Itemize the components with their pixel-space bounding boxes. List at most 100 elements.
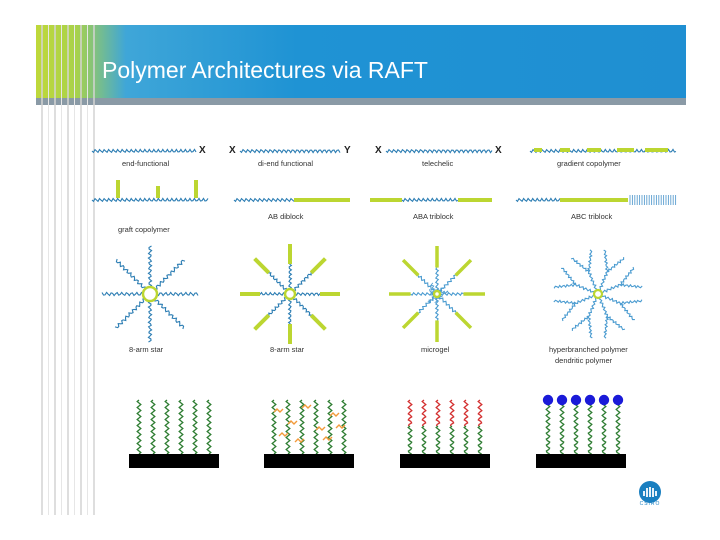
- label-microgel: microgel: [421, 345, 450, 354]
- hyper-branch-6-1: [607, 257, 625, 273]
- hyper-branch-2-0: [587, 315, 593, 339]
- brush3-red-0: [407, 399, 413, 427]
- star2-arm-inner-5: [268, 272, 288, 291]
- header-divider: [36, 98, 686, 105]
- brush1-chain-3: [178, 399, 184, 455]
- label-hyperbranched: hyperbranched polymer: [549, 345, 628, 354]
- star2-arm-inner-7: [293, 272, 312, 292]
- brush2-crosslink-3: [315, 426, 326, 431]
- label-8-arm-star-1: 8-arm star: [129, 345, 164, 354]
- end-group-x-4: X: [495, 145, 502, 156]
- microgel-arm-inner-3: [418, 296, 435, 314]
- microgel-arm-outer-5: [401, 258, 420, 277]
- star2-arm-inner-2: [287, 298, 292, 325]
- star2-arm-inner-0: [294, 292, 321, 297]
- brush3-green-2: [435, 425, 441, 455]
- microgel-arm-inner-4: [410, 291, 434, 297]
- brush4-end-group-0: [542, 394, 554, 406]
- microgel-arm-outer-7: [454, 258, 473, 277]
- brush2-crosslink-2: [301, 404, 312, 409]
- brush4-end-group-1: [556, 394, 568, 406]
- brush2-crosslink-1: [287, 420, 298, 425]
- label-ab-diblock: AB diblock: [268, 212, 304, 221]
- brush4-end-group-2: [570, 394, 582, 406]
- brush4-chain-4: [601, 401, 607, 455]
- brush3-green-0: [407, 425, 413, 455]
- star1-arm-7: [154, 259, 186, 290]
- brush3-green-5: [477, 425, 483, 455]
- hyper-branch-2-1: [571, 315, 589, 331]
- brush3-red-5: [477, 399, 483, 427]
- brush3-green-1: [421, 425, 427, 455]
- star1-arm-3: [114, 298, 146, 329]
- microgel-arm-inner-2: [434, 297, 440, 321]
- brush2-crosslink-7: [322, 436, 333, 441]
- label-gradient-copolymer: gradient copolymer: [557, 159, 621, 168]
- csiro-logo: [639, 481, 661, 503]
- label-8-arm-star-2: 8-arm star: [270, 345, 305, 354]
- brush3-red-1: [421, 399, 427, 427]
- star1-arm-5: [115, 258, 146, 290]
- star2-arm-outer-3: [253, 313, 271, 331]
- star2-arm-outer-1: [309, 313, 327, 331]
- brush2-crosslink-8: [335, 424, 346, 429]
- microgel-arm-inner-6: [434, 267, 440, 291]
- star2-arm-outer-7: [309, 257, 327, 275]
- hyper-branch-5-0: [570, 257, 590, 273]
- brush1-chain-5: [206, 399, 212, 455]
- end-group-x-3: X: [375, 145, 382, 156]
- microgel-arm-inner-5: [417, 275, 435, 292]
- star1-arm-1: [154, 298, 185, 330]
- label-end-functional: end-functional: [122, 159, 169, 168]
- graft-backbone: [91, 197, 209, 203]
- brush3-green-3: [449, 425, 455, 455]
- star2-arm-inner-1: [292, 297, 312, 316]
- hyper-branch-4-0: [553, 283, 577, 289]
- star2-arm-inner-6: [288, 263, 293, 290]
- brush2-crosslink-4: [329, 412, 340, 417]
- substrate-2: [264, 454, 354, 468]
- header-band: [36, 25, 686, 105]
- star2-arm-outer-5: [253, 257, 271, 275]
- star1-arm-4: [101, 291, 144, 297]
- star1-arm-0: [156, 291, 199, 297]
- brush4-chain-3: [587, 401, 593, 455]
- brush2-chain-2: [299, 399, 305, 455]
- label-aba-triblock: ABA triblock: [413, 212, 454, 221]
- end-group-x-1: X: [199, 145, 206, 156]
- ab-block-a: [233, 197, 295, 203]
- brush4-end-group-4: [598, 394, 610, 406]
- brush1-chain-2: [164, 399, 170, 455]
- star1-core: [141, 285, 159, 303]
- brush3-red-4: [463, 399, 469, 427]
- hyper-branch-1-1: [603, 315, 610, 339]
- substrate-3: [400, 454, 490, 468]
- hyper-branch-0-0: [619, 299, 643, 305]
- brush4-chain-1: [559, 401, 565, 455]
- microgel-arm-inner-7: [439, 274, 456, 292]
- star2-arm-inner-3: [268, 296, 287, 316]
- csiro-logo-text: CSIRO: [639, 501, 661, 507]
- aba-block-b: [401, 197, 459, 203]
- brush2-chain-1: [285, 399, 291, 455]
- hyper-branch-7-0: [619, 266, 635, 286]
- hyper-branch-0-1: [619, 303, 635, 321]
- microgel-core: [432, 289, 442, 299]
- hyper-branch-4-1: [561, 267, 577, 285]
- brush2-chain-3: [313, 399, 319, 455]
- substrate-4: [536, 454, 626, 468]
- label-dendritic: dendritic polymer: [555, 356, 613, 365]
- brush2-chain-0: [271, 399, 277, 455]
- hyper-branch-1-0: [606, 315, 626, 331]
- hyper-branch-5-1: [586, 249, 593, 273]
- hyper-core: [592, 288, 604, 300]
- hyper-branch-7-1: [619, 282, 643, 289]
- brush1-chain-1: [150, 399, 156, 455]
- substrate-1: [129, 454, 219, 468]
- brush3-red-3: [449, 399, 455, 427]
- chain-di-end-functional: [239, 148, 341, 154]
- abc-block-a: [515, 197, 561, 203]
- brush4-chain-2: [573, 401, 579, 455]
